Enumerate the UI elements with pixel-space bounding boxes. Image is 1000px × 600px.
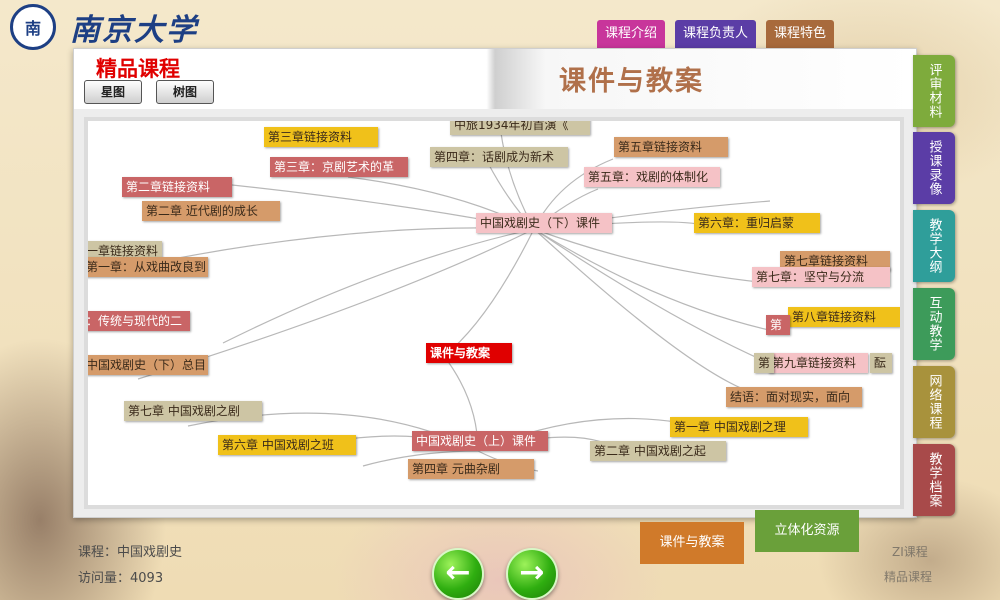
mindmap-node[interactable]: 第三章：京剧艺术的革 — [270, 157, 408, 177]
tree-view-button[interactable]: 树图 — [156, 80, 214, 104]
footer-faded-text-1: ZI课程 — [892, 545, 928, 559]
mindmap-node[interactable]: 第二章链接资料 — [122, 177, 232, 197]
tab-teaching-archive[interactable]: 教学档案 — [913, 444, 955, 516]
mindmap-node[interactable]: 第四章：话剧成为新术 — [430, 147, 568, 167]
tab-course-intro[interactable]: 课程介绍 — [597, 20, 666, 48]
mindmap-node[interactable]: 第七章链接资料 — [780, 251, 890, 271]
mindmap-node[interactable]: 中国戏剧史（上）课件 — [412, 431, 548, 451]
university-logo[interactable]: 南 南京大学 — [10, 4, 198, 50]
mindmap-node[interactable]: 第八章链接资料 — [788, 307, 900, 327]
tab-review-materials[interactable]: 评审材料 — [913, 55, 955, 127]
tab-course-leader[interactable]: 课程负责人 — [675, 20, 757, 48]
next-arrow-button[interactable]: → — [506, 548, 558, 600]
mindmap-node[interactable]: 第一章：从戏曲改良到 — [88, 257, 208, 277]
mindmap-node[interactable]: 酝 — [870, 353, 892, 373]
university-name: 南京大学 — [70, 13, 198, 48]
course-label: 课程： — [78, 545, 118, 560]
mindmap-node[interactable]: 课件与教案 — [426, 343, 512, 363]
tab-course-features[interactable]: 课程特色 — [766, 20, 835, 48]
mindmap-node[interactable]: 第六章：重归启蒙 — [694, 213, 820, 233]
course-name: 中国戏剧史 — [117, 545, 183, 560]
tab-online-course[interactable]: 网络课程 — [913, 366, 955, 438]
multimedia-resources-button[interactable]: 立体化资源 — [755, 510, 859, 552]
mindmap-node[interactable]: 第五章链接资料 — [614, 137, 728, 157]
tab-lecture-videos[interactable]: 授课录像 — [913, 132, 955, 204]
tab-interactive-teaching[interactable]: 互动教学 — [913, 288, 955, 360]
courseware-button[interactable]: 课件与教案 — [640, 522, 744, 564]
mindmap-node[interactable]: 第五章：戏剧的体制化 — [584, 167, 720, 187]
mindmap-node[interactable]: ：传统与现代的二 — [88, 311, 190, 331]
star-view-button[interactable]: 星图 — [84, 80, 142, 104]
mindmap-node[interactable]: 一章链接资料 — [88, 241, 162, 261]
visits-count: 4093 — [130, 571, 164, 586]
mindmap-node[interactable]: 中旅1934年初首演《 — [450, 121, 590, 135]
footer-faded-text-2: 精品课程 — [884, 570, 933, 584]
content-panel: 精品课程 星图 树图 课件与教案 — [73, 48, 917, 518]
right-arrow-icon: → — [519, 555, 545, 590]
course-info: 课程：中国戏剧史 — [78, 541, 182, 560]
mindmap-node[interactable]: 第七章 中国戏剧之剧 — [124, 401, 262, 421]
visits-label: 访问量： — [78, 571, 131, 586]
mindmap-node[interactable]: 第六章 中国戏剧之班 — [218, 435, 356, 455]
previous-arrow-button[interactable]: ← — [432, 548, 484, 600]
mindmap-node[interactable]: 第 — [754, 353, 774, 373]
mindmap-node[interactable]: 第三章链接资料 — [264, 127, 378, 147]
panel-header: 精品课程 星图 树图 课件与教案 — [74, 49, 916, 109]
mindmap-node[interactable]: 第九章链接资料 — [768, 353, 868, 373]
visit-counter: 访问量：4093 — [78, 567, 163, 586]
mindmap-node[interactable]: 第二章 近代剧的成长 — [142, 201, 280, 221]
mindmap-node[interactable]: 第七章：坚守与分流 — [752, 267, 890, 287]
quality-course-badge: 精品课程 — [96, 57, 180, 81]
mindmap-node[interactable]: 第 — [766, 315, 790, 335]
mindmap-node[interactable]: 第二章 中国戏剧之起 — [590, 441, 726, 461]
panel-title: 课件与教案 — [559, 66, 704, 97]
mindmap-node[interactable]: 结语：面对现实，面向 — [726, 387, 862, 407]
mindmap-node[interactable]: 第四章 元曲杂剧 — [408, 459, 534, 479]
mindmap-node[interactable]: 第一章 中国戏剧之理 — [670, 417, 808, 437]
mindmap-node[interactable]: 中国戏剧史（下）总目 — [88, 355, 208, 375]
left-arrow-icon: ← — [445, 555, 471, 590]
university-seal-icon: 南 — [10, 4, 56, 50]
mindmap-node[interactable]: 中国戏剧史（下）课件 — [476, 213, 612, 233]
tab-syllabus[interactable]: 教学大纲 — [913, 210, 955, 282]
mindmap-canvas[interactable]: 中旅1934年初首演《第三章链接资料第三章：京剧艺术的革第四章：话剧成为新术第五… — [84, 117, 904, 509]
top-navigation: 课程介绍 课程负责人 课程特色 — [597, 20, 835, 48]
